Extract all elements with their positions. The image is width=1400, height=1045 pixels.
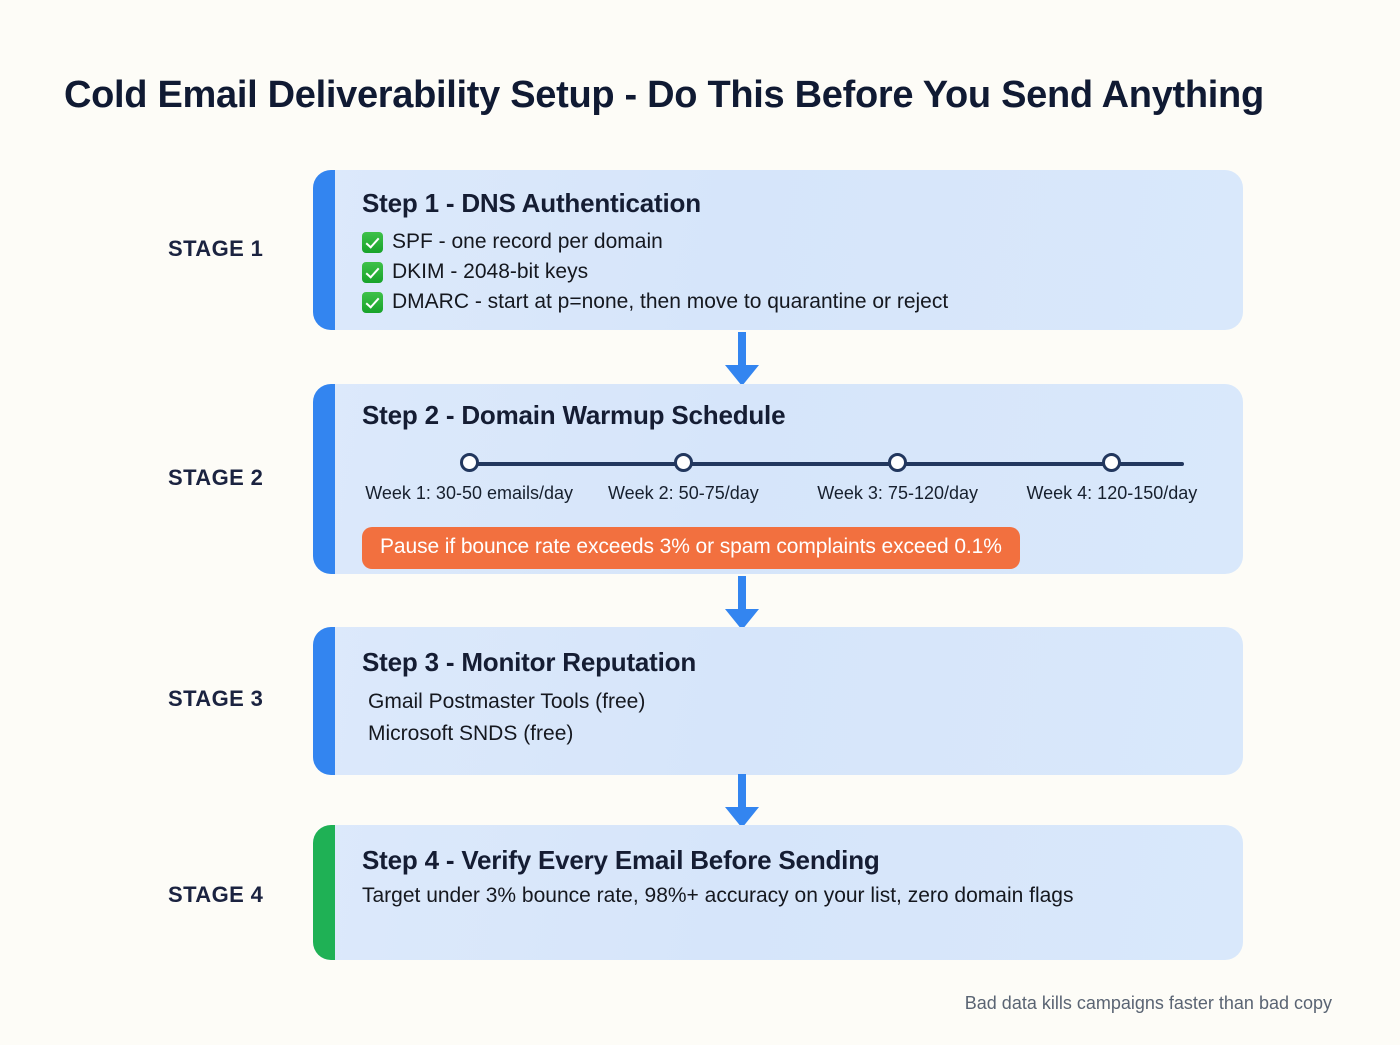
check-square-icon [362,231,383,253]
stage-card-1-content: Step 1 - DNS Authentication SPF - one re… [313,170,1243,317]
stage-card-3-content: Step 3 - Monitor Reputation Gmail Postma… [313,627,1243,750]
check-square-icon [362,291,383,313]
list-item: Gmail Postmaster Tools (free) [368,690,646,713]
timeline-node-list: Week 1: 30-50 emails/day Week 2: 50-75/d… [362,453,1219,504]
stage-card-2: Step 2 - Domain Warmup Schedule Week 1: … [313,384,1243,574]
footer-note: Bad data kills campaigns faster than bad… [964,993,1332,1013]
stage-label-1: STAGE 1 [168,236,264,261]
arrow-down-icon-3 [722,774,762,830]
monitoring-tools-list: Gmail Postmaster Tools (free) Microsoft … [362,686,1219,750]
list-item: SPF - one record per domain [362,227,1219,257]
card-title-3: Step 3 - Monitor Reputation [362,647,697,677]
warmup-warning-badge: Pause if bounce rate exceeds 3% or spam … [362,527,1020,569]
stage-card-1: Step 1 - DNS Authentication SPF - one re… [313,170,1243,330]
timeline-node: Week 3: 75-120/day [791,453,1005,504]
timeline-node-icon [888,453,908,472]
checklist-label: DMARC - start at p=none, then move to qu… [392,290,949,313]
list-item: Microsoft SNDS (free) [368,722,574,745]
stage-label-3: STAGE 3 [168,686,264,711]
page-title: Cold Email Deliverability Setup - Do Thi… [64,74,1264,116]
timeline-node-label: Week 4: 120-150/day [1026,483,1198,503]
timeline-node-label: Week 2: 50-75/day [607,483,759,503]
timeline-node-icon [459,453,479,472]
card-accent-bar-1 [313,170,335,330]
stage-card-4: Step 4 - Verify Every Email Before Sendi… [313,825,1243,960]
stage-card-3: Step 3 - Monitor Reputation Gmail Postma… [313,627,1243,775]
timeline-node: Week 4: 120-150/day [1005,453,1219,504]
card-body-4: Target under 3% bounce rate, 98%+ accura… [362,884,1074,907]
card-title-4: Step 4 - Verify Every Email Before Sendi… [362,845,880,875]
timeline-node-icon [673,453,693,472]
stage-card-4-content: Step 4 - Verify Every Email Before Sendi… [313,825,1243,912]
dns-checklist: SPF - one record per domain DKIM - 2048-… [362,227,1219,317]
list-item: DKIM - 2048-bit keys [362,257,1219,287]
timeline-node-label: Week 1: 30-50 emails/day [365,483,574,503]
warmup-timeline: Week 1: 30-50 emails/day Week 2: 50-75/d… [362,453,1219,519]
timeline-track [470,462,1184,466]
card-title-2: Step 2 - Domain Warmup Schedule [362,400,786,430]
checklist-label: SPF - one record per domain [392,230,663,253]
card-accent-bar-3 [313,627,335,775]
check-square-icon [362,261,383,283]
stage-card-2-content: Step 2 - Domain Warmup Schedule Week 1: … [313,384,1243,569]
list-item: DMARC - start at p=none, then move to qu… [362,287,1219,317]
timeline-node: Week 2: 50-75/day [576,453,790,504]
timeline-node-label: Week 3: 75-120/day [817,483,979,503]
timeline-node-icon [1102,453,1122,472]
stage-label-4: STAGE 4 [168,882,264,907]
arrow-down-icon-1 [722,332,762,388]
checklist-label: DKIM - 2048-bit keys [392,260,589,283]
timeline-node: Week 1: 30-50 emails/day [362,453,576,504]
arrow-down-icon-2 [722,576,762,632]
card-accent-bar-4 [313,825,335,960]
stage-label-2: STAGE 2 [168,465,264,490]
card-accent-bar-2 [313,384,335,574]
card-title-1: Step 1 - DNS Authentication [362,188,701,218]
